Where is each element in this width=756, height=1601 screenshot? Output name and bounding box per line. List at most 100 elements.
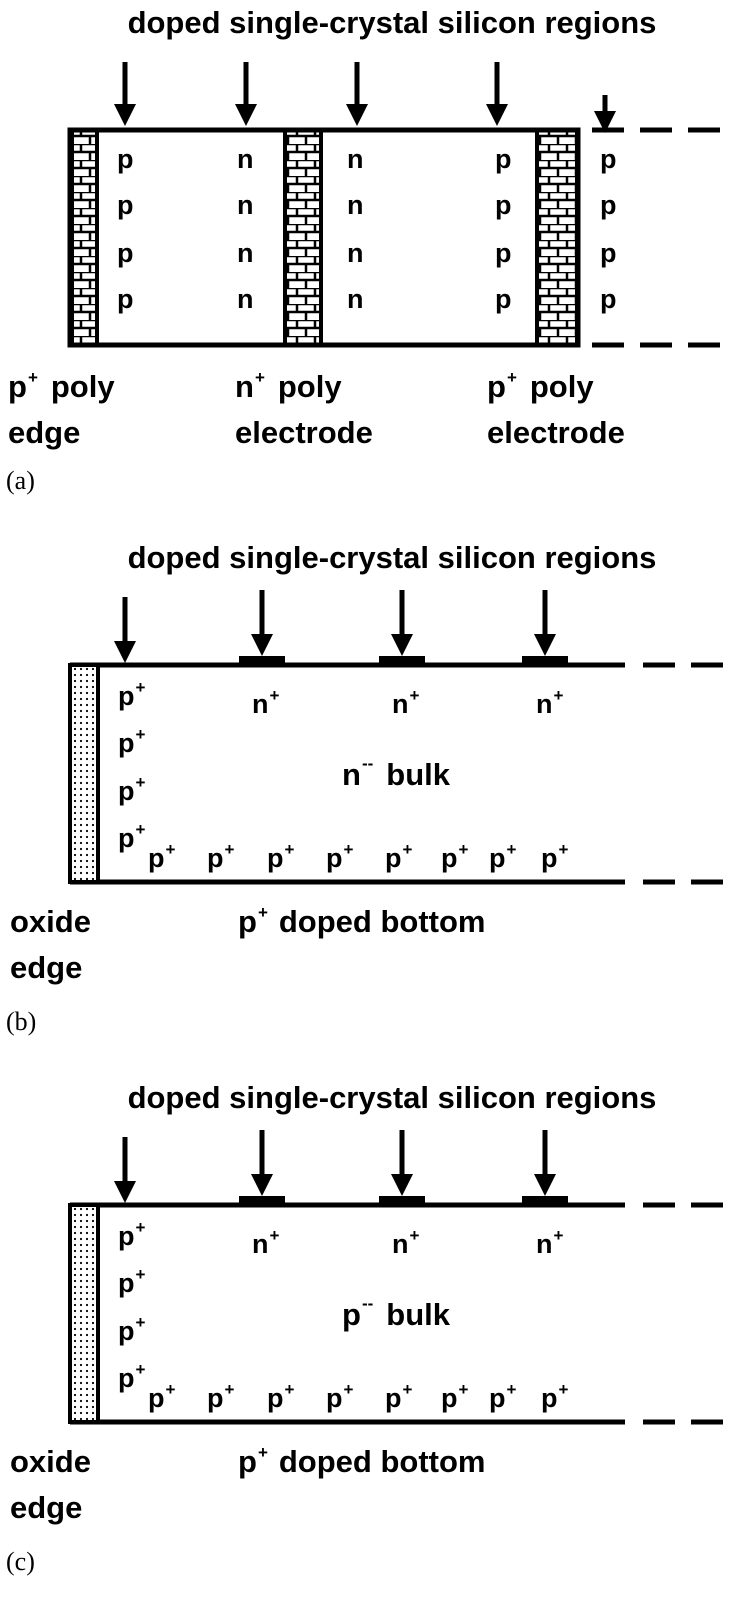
bottom-dopant-1: p+	[207, 840, 235, 873]
p-plus-poly-label-sup: +	[28, 368, 38, 387]
panel-c-arrow-3-head	[534, 1174, 556, 1196]
oxide-label: oxide	[10, 1444, 91, 1479]
bottom-dopant-4: p+	[385, 840, 413, 873]
region-label-c1-r1: n	[237, 190, 254, 220]
contact-pad-1	[379, 1196, 425, 1206]
doped-bottom-label-base: p	[238, 904, 257, 939]
implant-label-1: n+	[392, 686, 420, 719]
bottom-dopant-5: p+	[441, 840, 469, 873]
bottom-dopant-7-sup: +	[559, 1380, 569, 1399]
bottom-dopant-7-base: p	[541, 843, 558, 873]
panel-c-arrow-2	[391, 1130, 413, 1196]
bottom-dopant-1: p+	[207, 1380, 235, 1413]
side-dopant-3-base: p	[118, 1363, 135, 1393]
side-dopant-0-sup: +	[136, 1218, 146, 1237]
panel-c-arrow-1-head	[251, 1174, 273, 1196]
implant-label-1-sup: +	[410, 686, 420, 705]
implant-label-1-base: n	[392, 1229, 409, 1259]
doped-bottom-label-rest: doped bottom	[279, 1444, 486, 1479]
bottom-dopant-3: p+	[326, 1380, 354, 1413]
contact-pad-0	[239, 1196, 285, 1206]
n-plus-poly-label-base: n	[235, 369, 254, 404]
implant-label-2: n+	[536, 1226, 564, 1259]
panel-c-arrow-2-head	[391, 1174, 413, 1196]
panel-a-arrow-1	[235, 62, 257, 126]
panel-a-arrow-1-head	[235, 104, 257, 126]
n-plus-poly-label-sup: +	[255, 368, 265, 387]
bulk-label-sup: --	[362, 1294, 373, 1313]
panel-c-tag: (c)	[6, 1547, 35, 1576]
bottom-dopant-6-sup: +	[507, 1380, 517, 1399]
bottom-dopant-2: p+	[267, 1380, 295, 1413]
side-dopant-2: p+	[118, 1313, 146, 1346]
implant-label-2-base: n	[536, 689, 553, 719]
bottom-dopant-6: p+	[489, 840, 517, 873]
side-dopant-3-sup: +	[136, 1360, 146, 1379]
bottom-dopant-2: p+	[267, 840, 295, 873]
side-dopant-1: p+	[118, 1265, 146, 1298]
implant-label-0-sup: +	[270, 686, 280, 705]
side-dopant-3: p+	[118, 820, 146, 853]
bottom-dopant-3-base: p	[326, 1383, 343, 1413]
oxide-edge-strip	[68, 1203, 100, 1424]
bottom-dopant-2-base: p	[267, 843, 284, 873]
electrode-label-right: electrode	[487, 415, 625, 450]
side-dopant-1-base: p	[118, 1268, 135, 1298]
panel-a: doped single-crystal silicon regionspppp…	[6, 5, 726, 495]
bottom-dopant-3-sup: +	[344, 1380, 354, 1399]
poly-electrode-2	[535, 128, 579, 347]
panel-a-arrow-2	[346, 62, 368, 126]
bulk-label-sup: --	[362, 754, 373, 773]
region-label-c4-r3: p	[600, 284, 617, 314]
region-label-c4-r0: p	[600, 144, 617, 174]
region-label-c4-r1: p	[600, 190, 617, 220]
n-plus-poly-label: n+poly	[235, 368, 342, 404]
panel-b-arrow-3	[534, 590, 556, 656]
doped-bottom-label: p+doped bottom	[238, 1443, 486, 1479]
side-dopant-0-base: p	[118, 1221, 135, 1251]
bottom-dopant-5-base: p	[441, 843, 458, 873]
edge-label: edge	[10, 1490, 82, 1525]
side-dopant-1: p+	[118, 725, 146, 758]
region-label-c3-r0: p	[495, 144, 512, 174]
bottom-dopant-1-base: p	[207, 843, 224, 873]
bulk-label-rest: bulk	[386, 1297, 450, 1332]
region-label-c1-r3: n	[237, 284, 254, 314]
implant-label-0-sup: +	[270, 1226, 280, 1245]
bottom-dopant-5: p+	[441, 1380, 469, 1413]
side-dopant-3-base: p	[118, 823, 135, 853]
panel-c-arrow-3	[534, 1130, 556, 1196]
panel-b-arrow-2	[391, 590, 413, 656]
region-label-c0-r1: p	[117, 190, 134, 220]
p-plus-poly-label-right-sup: +	[507, 368, 517, 387]
bottom-dopant-3-base: p	[326, 843, 343, 873]
panel-b-arrow-2-head	[391, 634, 413, 656]
panel-c-title: doped single-crystal silicon regions	[128, 1080, 657, 1115]
doped-bottom-label-sup: +	[258, 1443, 268, 1462]
side-dopant-2-sup: +	[136, 773, 146, 792]
doped-bottom-label: p+doped bottom	[238, 903, 486, 939]
side-dopant-3: p+	[118, 1360, 146, 1393]
bottom-dopant-0-base: p	[148, 1383, 165, 1413]
region-label-c1-r0: n	[237, 144, 254, 174]
bottom-dopant-0-sup: +	[166, 1380, 176, 1399]
side-dopant-2-base: p	[118, 776, 135, 806]
region-label-c3-r1: p	[495, 190, 512, 220]
panel-b-arrow-1	[251, 590, 273, 656]
p-plus-poly-label-base: p	[8, 369, 27, 404]
side-dopant-3-sup: +	[136, 820, 146, 839]
bulk-label: p--bulk	[342, 1294, 451, 1332]
bottom-dopant-2-sup: +	[285, 1380, 295, 1399]
contact-pad-0	[239, 656, 285, 666]
panel-a-arrow-3-head	[486, 104, 508, 126]
doped-bottom-label-sup: +	[258, 903, 268, 922]
panel-a-arrow-0	[114, 62, 136, 126]
panel-a-tag: (a)	[6, 466, 35, 495]
panel-b-arrow-1-head	[251, 634, 273, 656]
bottom-dopant-4-base: p	[385, 843, 402, 873]
implant-label-0-base: n	[252, 1229, 269, 1259]
side-dopant-1-base: p	[118, 728, 135, 758]
region-label-c2-r2: n	[347, 238, 364, 268]
implant-label-1-base: n	[392, 689, 409, 719]
